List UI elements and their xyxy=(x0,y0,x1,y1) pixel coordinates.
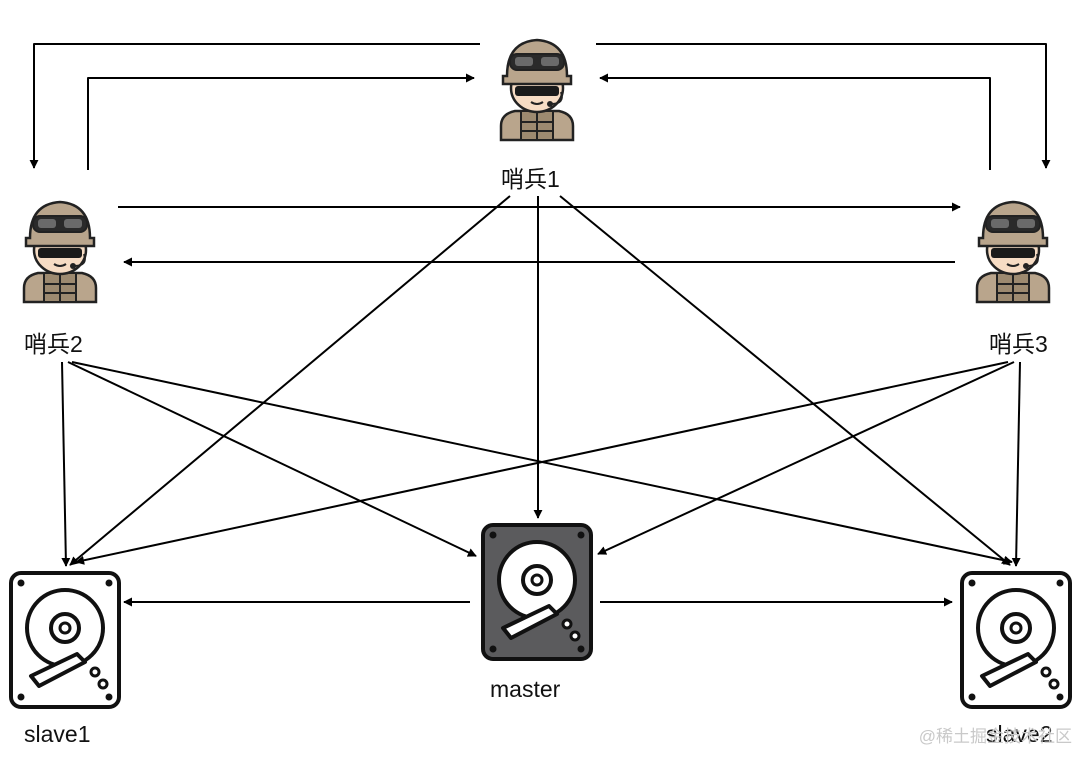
nodes-layer xyxy=(9,38,1072,709)
master-hard-drive-icon xyxy=(481,523,593,661)
edge-s1-to-s2 xyxy=(29,43,480,169)
slave2-hard-drive-icon xyxy=(960,571,1072,709)
edge-s2-to-s1 xyxy=(87,73,475,170)
edge-s1-to-s3 xyxy=(596,43,1051,169)
edge-s3-to-master xyxy=(597,361,1015,555)
sentinel-2-label: 哨兵2 xyxy=(24,331,83,357)
sentinel-3-soldier-icon xyxy=(975,200,1051,304)
slave2-label: slave2 xyxy=(986,721,1053,747)
edges-layer xyxy=(29,43,1051,607)
edge-s1-to-slave1 xyxy=(69,195,511,566)
sentinel-1-label: 哨兵1 xyxy=(501,166,560,192)
sentinel-2-soldier-icon xyxy=(22,200,98,304)
slave1-label: slave1 xyxy=(24,721,91,747)
slave1-hard-drive-icon xyxy=(9,571,121,709)
edge-s3-to-s1 xyxy=(599,73,991,170)
edge-s1-to-slave2 xyxy=(559,195,1011,566)
edge-s3-to-slave1 xyxy=(75,361,1009,565)
sentinel-3-label: 哨兵3 xyxy=(989,331,1048,357)
edge-s3-to-slave2 xyxy=(1011,361,1021,567)
master-label: master xyxy=(490,676,561,702)
watermark: @稀土掘金技术社区 xyxy=(918,727,1072,746)
edge-s2-to-slave1 xyxy=(61,361,71,567)
sentinel-1-soldier-icon xyxy=(499,38,575,142)
edge-s2-to-master xyxy=(67,361,477,557)
